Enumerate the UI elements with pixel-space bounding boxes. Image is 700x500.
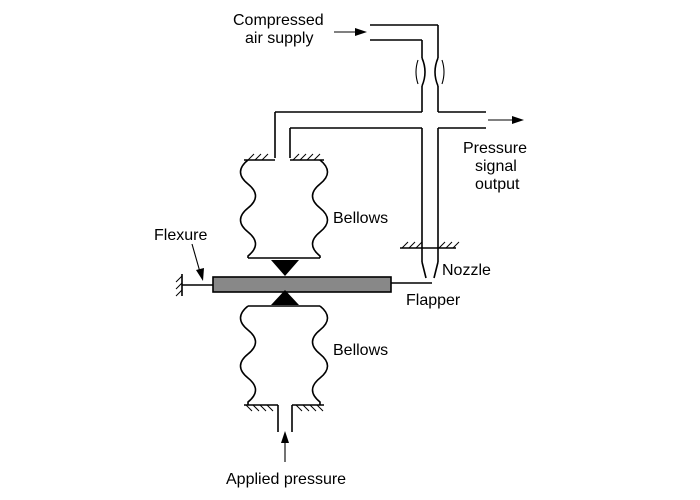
flapper-label: Flapper [406, 292, 461, 309]
nozzle-label: Nozzle [442, 262, 491, 279]
lower-bellows [239, 290, 329, 432]
pressure-signal-label-line1: Pressure [463, 140, 527, 157]
junction-pipes [274, 111, 486, 262]
flexure-label: Flexure [154, 227, 207, 244]
applied-pressure-label: Applied pressure [226, 471, 346, 488]
flexure-ground [175, 274, 213, 297]
supply-arrow [334, 28, 367, 36]
pressure-signal-label-line3: output [475, 176, 520, 193]
air-supply-pipe [370, 24, 439, 58]
pressure-signal-label-line2: signal [475, 158, 517, 175]
flapper-beam [212, 276, 432, 293]
applied-pressure-arrow [281, 431, 289, 462]
restriction-orifice [415, 57, 445, 112]
upper-bellows [239, 153, 329, 276]
nozzle [421, 261, 439, 279]
nozzle-ground-hatch [400, 241, 460, 249]
signal-output-arrow [488, 116, 524, 124]
compressed-air-label-line2: air supply [245, 30, 313, 47]
compressed-air-label-line1: Compressed [233, 12, 324, 29]
upper-bellows-label: Bellows [333, 210, 388, 227]
flexure-arrow [191, 243, 204, 281]
lower-bellows-label: Bellows [333, 342, 388, 359]
